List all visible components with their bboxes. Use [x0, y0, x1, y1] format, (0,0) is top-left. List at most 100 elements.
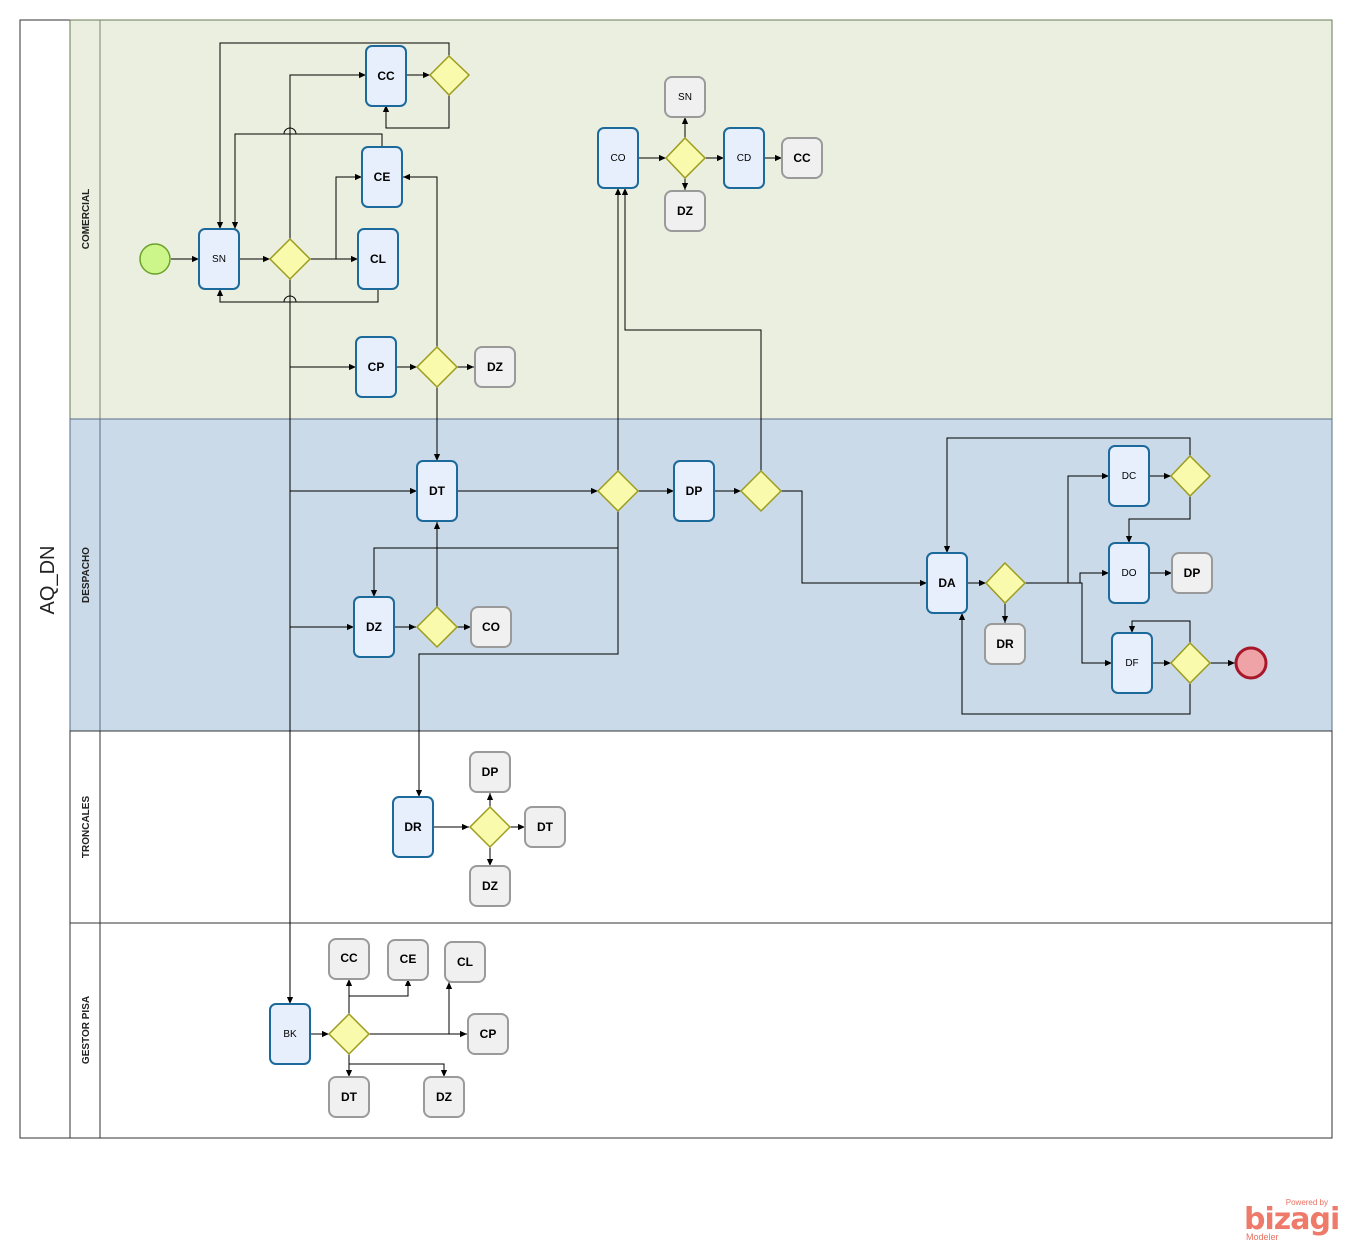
sequence-flows [171, 42, 1235, 1077]
flow [403, 173, 438, 347]
lane-label-gestor-pisa: GESTOR PISA [81, 996, 92, 1064]
flow [310, 173, 362, 260]
task-dt[interactable]: DT [416, 460, 458, 522]
link-dz[interactable]: DZ [664, 190, 706, 232]
task-label: BK [283, 1029, 297, 1040]
gateway[interactable] [984, 561, 1027, 605]
lane-label-troncales: TRONCALES [81, 796, 92, 859]
gateway[interactable] [596, 469, 640, 513]
task-label: DP [686, 484, 703, 498]
flow [382, 94, 450, 129]
task-label: DZ [366, 620, 382, 634]
task-sn[interactable]: SN [198, 228, 240, 290]
link-label: DT [341, 1090, 358, 1104]
link-cp[interactable]: CP [467, 1013, 509, 1055]
end-event[interactable] [1234, 646, 1268, 680]
pool-title: AQ_DN [37, 546, 59, 615]
gateway[interactable] [1169, 641, 1212, 685]
gateway[interactable] [468, 805, 512, 849]
link-label: SN [678, 92, 692, 103]
link-label: DT [537, 820, 554, 834]
task-cd[interactable]: CD [723, 127, 765, 189]
link-label: DP [1184, 566, 1201, 580]
task-label: CL [370, 252, 386, 266]
link-label: DZ [677, 204, 693, 218]
gateway[interactable] [428, 54, 471, 97]
flow [1125, 496, 1191, 543]
task-cl[interactable]: CL [357, 228, 399, 290]
task-ce[interactable]: CE [361, 146, 403, 208]
link-label: DZ [487, 360, 503, 374]
flow [958, 613, 1191, 715]
link-events: DZ SN DZ CC CO DP DR DP [328, 76, 1213, 1118]
flow [231, 133, 383, 229]
link-label: DZ [482, 879, 498, 893]
flow [621, 188, 762, 471]
task-label: CD [737, 153, 751, 164]
task-cp[interactable]: CP [355, 336, 397, 398]
tasks: CC CE SN CL CP CO CD DT [198, 45, 1153, 1065]
task-label: DC [1122, 471, 1136, 482]
link-ce[interactable]: CE [387, 939, 429, 981]
gateway[interactable] [415, 345, 459, 389]
link-label: DR [996, 637, 1014, 651]
link-dz[interactable]: DZ [474, 346, 516, 388]
link-dt[interactable]: DT [328, 1076, 370, 1118]
flow [349, 979, 412, 997]
flow [216, 42, 450, 229]
task-do[interactable]: DO [1108, 542, 1150, 604]
flow [943, 437, 1191, 553]
task-label: CE [374, 170, 391, 184]
flow [349, 1063, 448, 1077]
flow [415, 511, 619, 797]
task-dp[interactable]: DP [673, 460, 715, 522]
task-label: CO [611, 153, 626, 164]
task-da[interactable]: DA [926, 552, 968, 614]
link-cc[interactable]: CC [328, 938, 370, 980]
link-cl[interactable]: CL [444, 941, 486, 983]
lane-label-comercial: COMERCIAL [81, 189, 92, 250]
link-label: CC [340, 951, 358, 965]
task-dr[interactable]: DR [392, 796, 434, 858]
flow [216, 289, 379, 303]
task-label: DR [404, 820, 422, 834]
start-event[interactable] [139, 243, 171, 275]
task-dz[interactable]: DZ [353, 596, 395, 658]
bizagi-logo: Powered by bizagi Modeler [1240, 1196, 1340, 1246]
link-dp[interactable]: DP [1171, 552, 1213, 594]
task-df[interactable]: DF [1111, 632, 1153, 694]
gateway[interactable] [1169, 454, 1212, 498]
link-co[interactable]: CO [470, 606, 512, 648]
link-label: CP [480, 1027, 497, 1041]
powered-by-text: Powered by [1285, 1198, 1328, 1207]
link-sn[interactable]: SN [664, 76, 706, 118]
flow [1025, 582, 1112, 667]
task-cc[interactable]: CC [365, 45, 407, 107]
task-bk[interactable]: BK [269, 1003, 311, 1065]
link-dp[interactable]: DP [469, 751, 511, 793]
task-label: DA [938, 576, 956, 590]
link-label: CE [400, 952, 417, 966]
gateway[interactable] [327, 1012, 371, 1056]
modeler-text: Modeler [1246, 1232, 1279, 1242]
task-dc[interactable]: DC [1108, 445, 1150, 507]
gateway[interactable] [664, 136, 707, 180]
lane-label-despacho: DESPACHO [81, 547, 92, 603]
link-dt[interactable]: DT [524, 806, 566, 848]
task-label: DF [1125, 658, 1138, 669]
gateway[interactable] [268, 237, 312, 281]
lane-troncales: TRONCALES [69, 730, 1333, 924]
link-dz[interactable]: DZ [423, 1076, 465, 1118]
bizagi-brand: bizagi [1244, 1202, 1340, 1237]
link-dz[interactable]: DZ [469, 865, 511, 907]
link-cc[interactable]: CC [781, 137, 823, 179]
gateway[interactable] [415, 605, 459, 649]
gateways [268, 54, 1212, 1056]
task-co[interactable]: CO [597, 127, 639, 189]
task-label: DT [429, 484, 446, 498]
link-dr[interactable]: DR [984, 623, 1026, 665]
gateway[interactable] [739, 469, 783, 513]
flow [289, 71, 366, 240]
flow [1128, 620, 1191, 643]
